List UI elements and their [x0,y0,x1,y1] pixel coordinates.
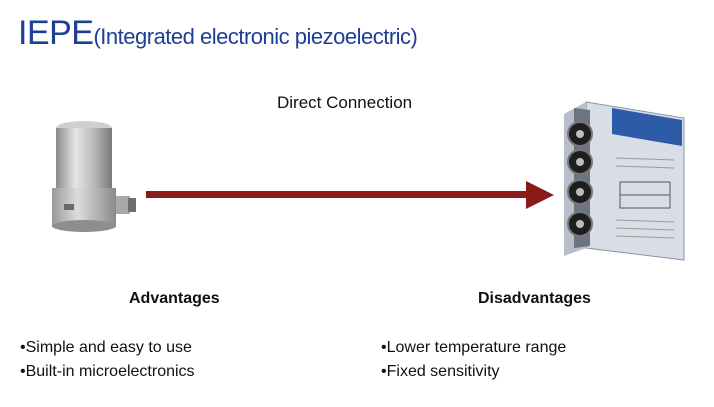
connection-label: Direct Connection [277,93,413,112]
list-item: Built-in microelectronics [20,360,195,384]
slide-title: IEPE(Integrated electronic piezoelectric… [18,14,418,53]
direct-connection-arrow [146,181,554,209]
disadvantages-list: Lower temperature range Fixed sensitivit… [381,336,567,384]
iepe-sensor-image [52,121,136,232]
daq-module-image [564,101,685,261]
title-main: IEPE [18,14,94,52]
list-item: Simple and easy to use [20,336,195,360]
advantages-heading: Advantages [129,290,220,307]
list-item: Lower temperature range [381,336,567,360]
list-item: Fixed sensitivity [381,360,566,384]
advantages-list: Simple and easy to use Built-in microele… [20,336,195,384]
title-sub: (Integrated electronic piezoelectric) [93,24,418,49]
disadvantages-heading: Disadvantages [478,290,591,307]
